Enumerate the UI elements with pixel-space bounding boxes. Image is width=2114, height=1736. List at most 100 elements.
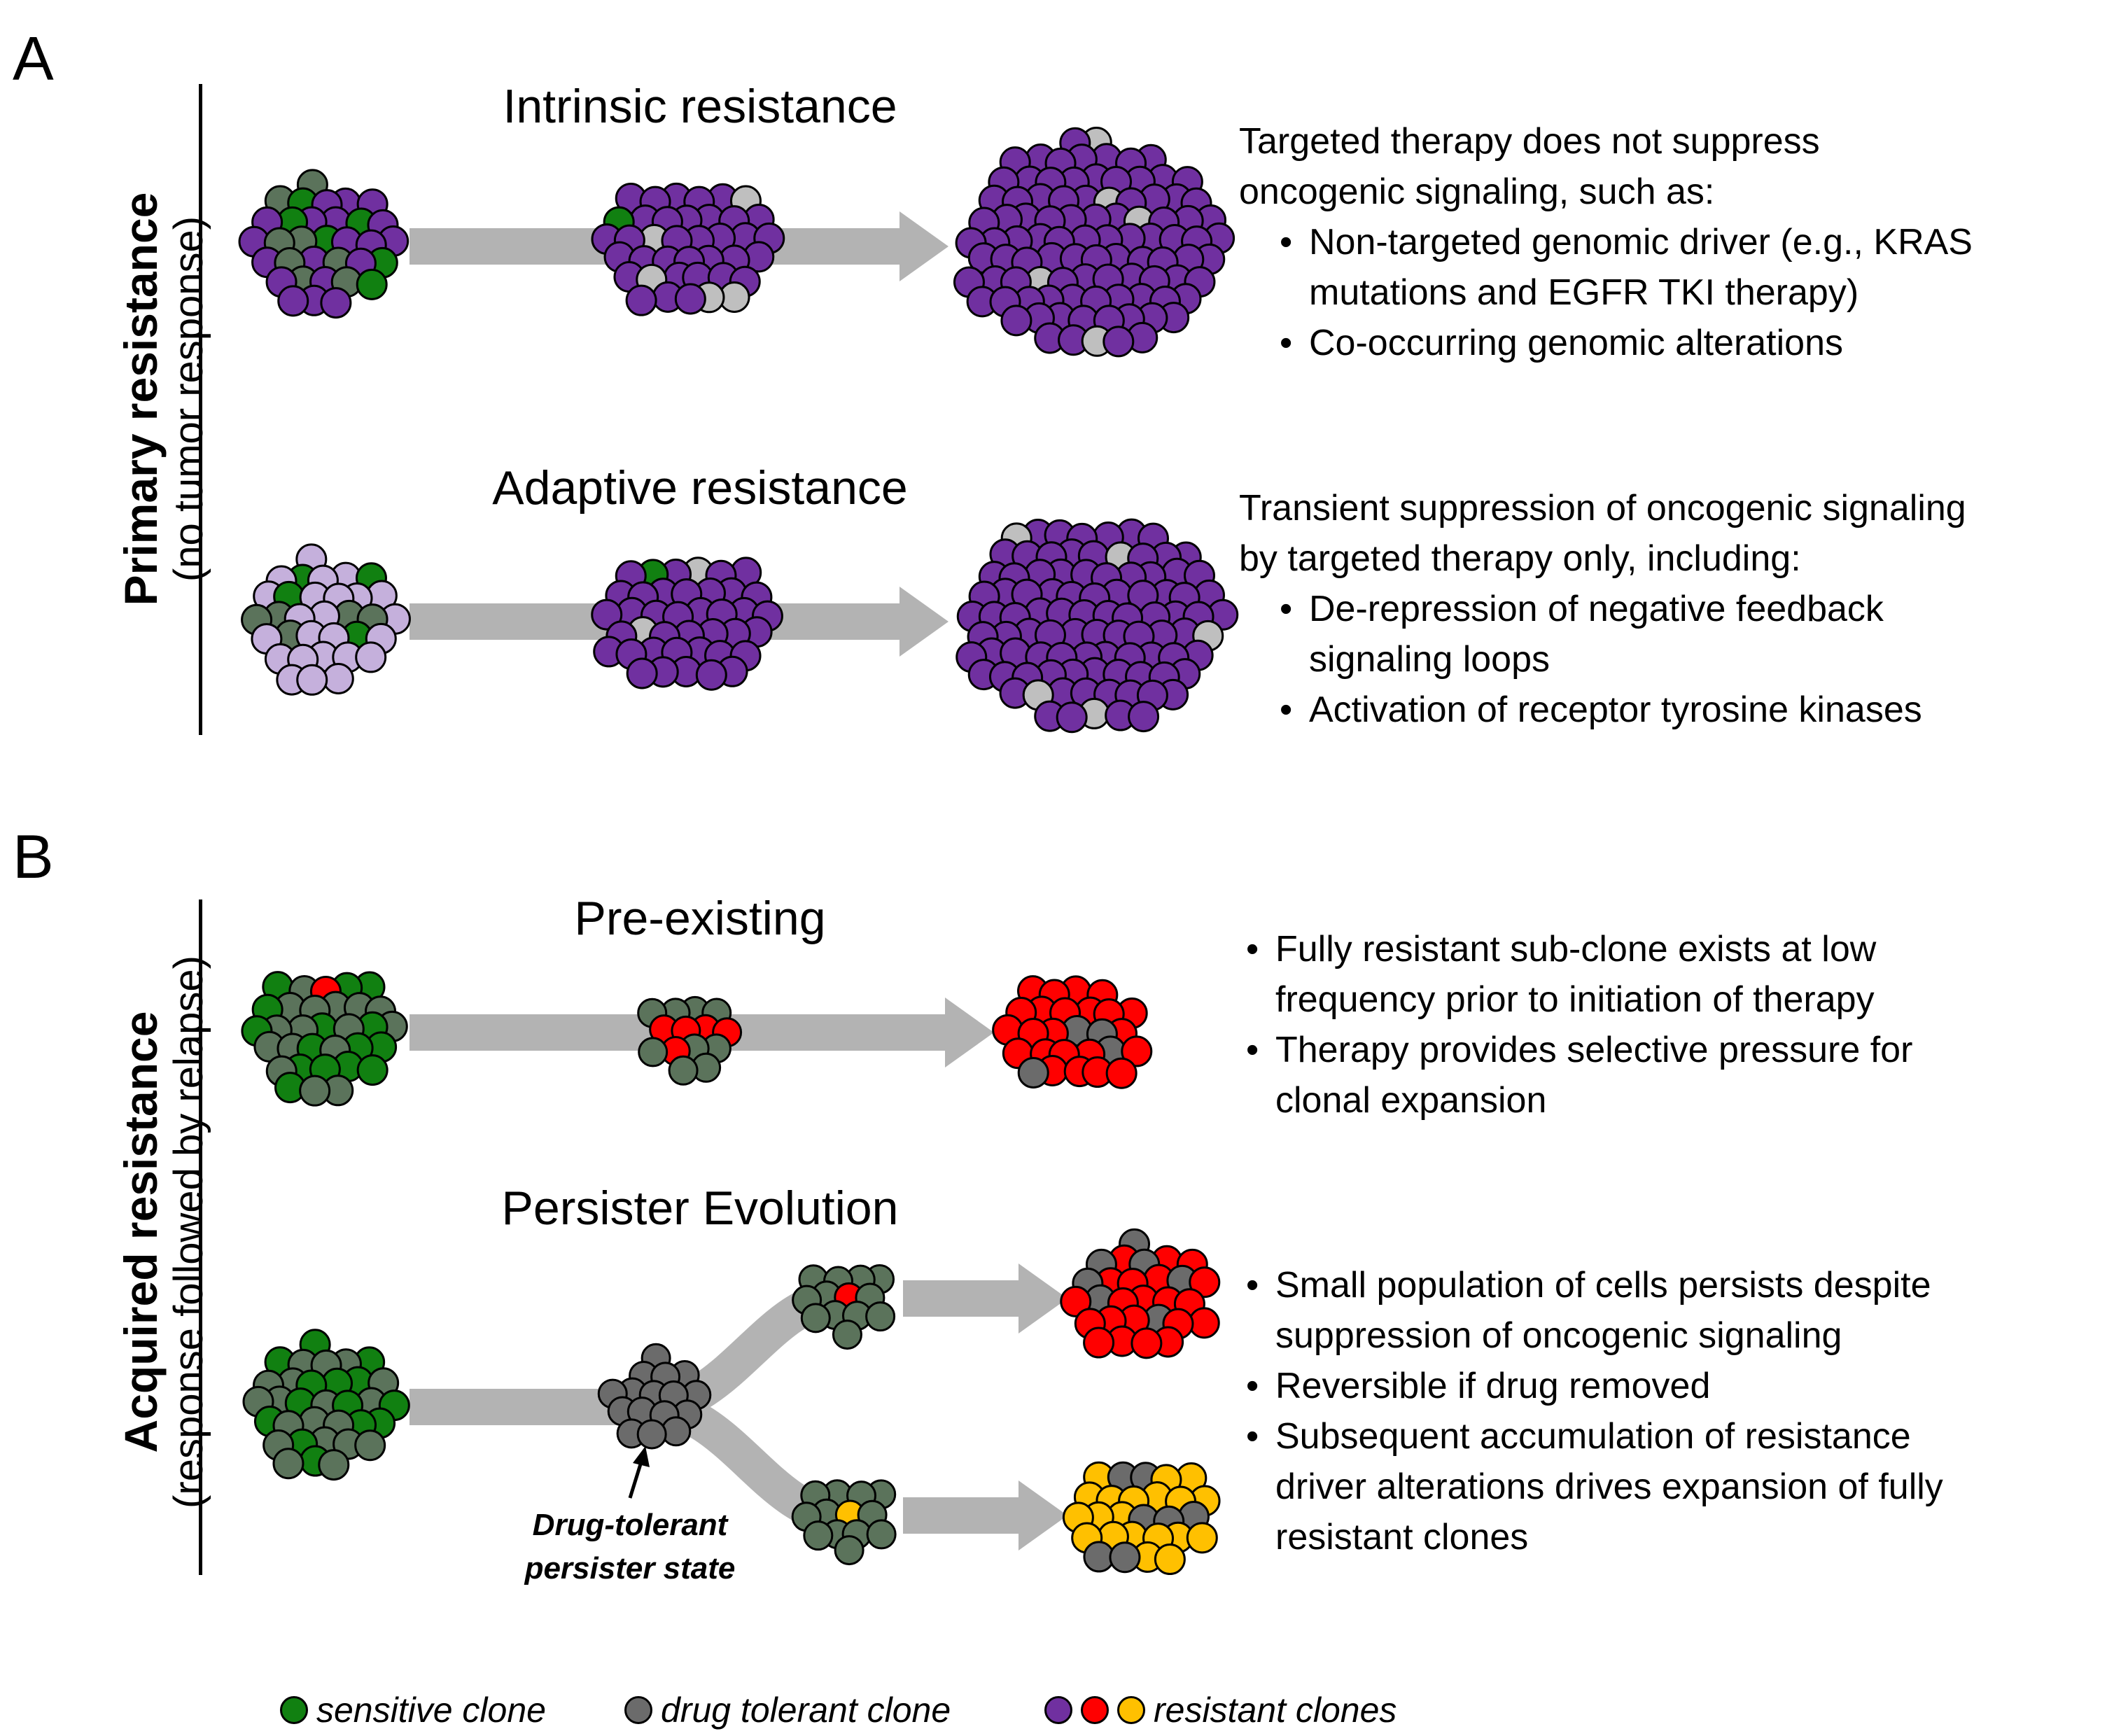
panel-b-side-title-main: Acquired resistance (115, 1011, 167, 1453)
cell (1083, 1326, 1115, 1359)
cell (674, 283, 706, 315)
cell (1154, 1544, 1186, 1576)
adaptive-cells-start (241, 543, 411, 696)
cell (1128, 701, 1160, 733)
tolerant-clone-swatch (624, 1696, 652, 1724)
persister-bullet-1: Small population of cells persists despi… (1239, 1260, 1943, 1361)
cell (318, 1449, 350, 1481)
intrinsic-cells-end (953, 127, 1236, 358)
cell (800, 1303, 831, 1334)
persister-cells-upper-mid (792, 1264, 896, 1350)
sensitive-clone-swatch (280, 1696, 308, 1724)
annotations-layer (628, 1446, 650, 1499)
intrinsic-cells-start (238, 169, 410, 319)
adaptive-intro-line-2: by targeted therapy only, including: (1239, 538, 1801, 579)
cell (626, 657, 658, 690)
cell (1056, 701, 1088, 734)
pre-existing-cells-start (241, 971, 408, 1107)
legend-tolerant: drug tolerant clone (624, 1686, 951, 1735)
cell (834, 1535, 864, 1566)
adaptive-cells-mid (591, 556, 783, 691)
adaptive-resistance-title: Adaptive resistance (492, 461, 908, 514)
pre-existing-bullet-1: Fully resistant sub-clone exists at lowf… (1239, 924, 1912, 1025)
cell (299, 1074, 331, 1107)
cell (1189, 1266, 1221, 1298)
cell (354, 1429, 386, 1462)
pre-existing-title: Pre-existing (574, 892, 826, 945)
panel-a-side-title-sub: (no tumor response) (165, 216, 211, 582)
persister-bullet-2: Reversible if drug removed (1239, 1361, 1943, 1411)
pre-existing-description: Fully resistant sub-clone exists at lowf… (1239, 924, 1912, 1126)
panel-b-side-title-sub: (response followed by relapse) (165, 955, 211, 1508)
cell (695, 659, 727, 691)
cell (356, 268, 388, 300)
cell (636, 1419, 667, 1450)
cell (355, 641, 387, 673)
intrinsic-resistance-title: Intrinsic resistance (503, 80, 897, 133)
adaptive-resistance-description: Transient suppression of oncogenic signa… (1239, 483, 1966, 735)
cell (1000, 304, 1032, 337)
pre-existing-cells-mid (637, 995, 743, 1086)
persister-cells-tolerant (597, 1343, 712, 1450)
persister-evolution-description: Small population of cells persists despi… (1239, 1260, 1943, 1562)
cell (1186, 1522, 1218, 1554)
cell (1121, 1035, 1153, 1068)
cell (803, 1520, 834, 1551)
cell (272, 1448, 304, 1480)
legend-sensitive-label: sensitive clone (316, 1690, 546, 1730)
adaptive-bullet-2: Activation of receptor tyrosine kinases (1273, 685, 1966, 735)
cell (638, 1037, 668, 1068)
cell (1109, 1541, 1141, 1574)
panel-b-divider (199, 899, 202, 1575)
persister-state-label: Drug-tolerant persister state (524, 1508, 736, 1586)
persister-bullet-3: Subsequent accumulation of resistancedri… (1239, 1411, 1943, 1562)
persister-cells-lower-end (1062, 1461, 1221, 1576)
panel-b-side-title: Acquired resistance (response followed b… (115, 858, 214, 1606)
cell (356, 1054, 388, 1086)
arrow-shape (903, 1480, 1068, 1550)
intrinsic-cells-mid (591, 182, 785, 316)
legend-resistant: resistant clones (1044, 1686, 1396, 1735)
persister-arrow-lower (903, 1480, 1068, 1550)
cell (1188, 1307, 1220, 1339)
pre-existing-bullet-2: Therapy provides selective pressure forc… (1239, 1025, 1912, 1126)
cell (296, 664, 328, 696)
intrinsic-intro-line-2: oncogenic signaling, such as: (1239, 172, 1715, 212)
intrinsic-bullet-2: Co-occurring genomic alterations (1273, 318, 1973, 368)
legend-tolerant-label: drug tolerant clone (661, 1690, 951, 1730)
cell (1017, 1057, 1049, 1089)
legend-sensitive: sensitive clone (280, 1686, 546, 1735)
persister-arrow-upper (903, 1264, 1068, 1334)
arrow-shape (410, 1389, 651, 1425)
intrinsic-bullet-1: Non-targeted genomic driver (e.g., KRASm… (1273, 217, 1973, 318)
adaptive-bullet-1: De-repression of negative feedbacksignal… (1273, 584, 1966, 685)
cell (320, 287, 352, 319)
arrow-shape (903, 1264, 1068, 1334)
panel-a-letter: A (13, 24, 54, 93)
cell (625, 284, 657, 316)
legend-resistant-label: resistant clones (1154, 1690, 1397, 1730)
cell (668, 1055, 699, 1086)
resistant-red-swatch (1081, 1696, 1109, 1724)
cell (277, 285, 309, 317)
pre-existing-cells-end (992, 975, 1153, 1089)
cell (865, 1301, 896, 1332)
cell (591, 598, 623, 631)
persister-cells-start (242, 1329, 410, 1481)
cell (832, 1320, 862, 1350)
persister-pointer-head (633, 1446, 650, 1467)
cell (1060, 1285, 1092, 1317)
arrows-layer (410, 211, 1068, 1550)
adaptive-intro-line-1: Transient suppression of oncogenic signa… (1239, 488, 1966, 528)
persister-arrow-main (410, 1389, 651, 1425)
panel-b-letter: B (13, 822, 54, 891)
cell (1105, 1057, 1138, 1089)
cells-layer (238, 127, 1239, 1576)
persister-cells-lower-mid (791, 1479, 897, 1566)
cell (1102, 326, 1135, 358)
intrinsic-intro-line-1: Targeted therapy does not suppress (1239, 121, 1820, 162)
persister-evolution-title: Persister Evolution (501, 1182, 899, 1235)
intrinsic-resistance-description: Targeted therapy does not suppress oncog… (1239, 116, 1973, 368)
panel-a-divider (199, 84, 202, 735)
